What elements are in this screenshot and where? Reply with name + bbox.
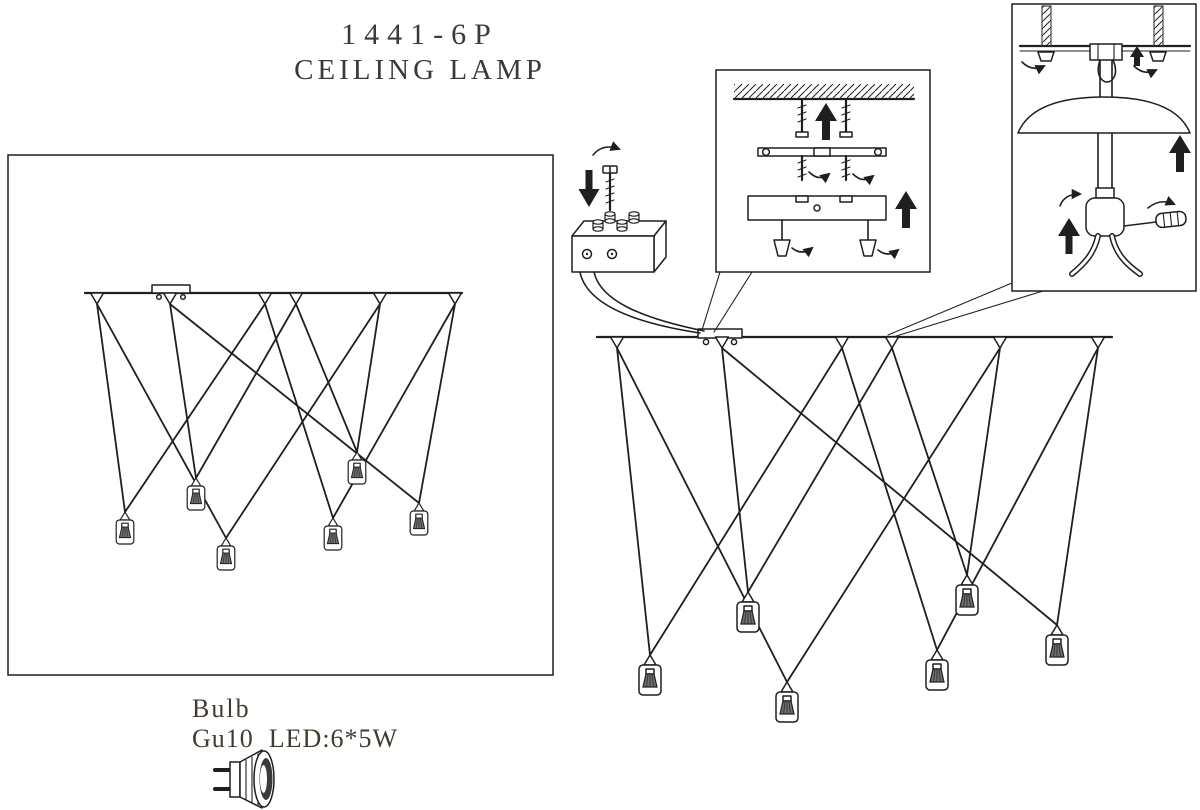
- cable-cone: [1090, 336, 1106, 349]
- down-arrow-icon: [578, 170, 600, 207]
- callout-leader-lines: [701, 271, 1044, 338]
- ceiling-bracket-detail-inset: [715, 69, 931, 273]
- rotate-arrow-icon: [1059, 188, 1083, 207]
- cable-cone: [89, 292, 105, 305]
- screwdriver-icon: [1123, 210, 1187, 229]
- cable-cone: [372, 292, 388, 305]
- pendant-lamp: [1045, 624, 1069, 666]
- cable-cone: [884, 336, 900, 349]
- pendant-lamp: [409, 502, 429, 536]
- cable-cone: [714, 336, 730, 349]
- rotate-arrow-icon: [1147, 195, 1176, 209]
- up-arrow-icon: [1169, 135, 1191, 172]
- screw-icon: [602, 165, 618, 212]
- mounting-bracket-bar: [757, 147, 887, 157]
- supply-wires: [579, 271, 705, 334]
- threaded-rod: [1153, 5, 1164, 47]
- rotate-arrow-icon: [852, 173, 875, 186]
- inset-frame: [715, 69, 931, 273]
- rotate-arrow-icon: [1133, 65, 1158, 79]
- canopy-bar: [747, 195, 887, 221]
- rotate-arrow-icon: [592, 141, 621, 156]
- suspension-cables: [96, 303, 456, 539]
- up-arrow-icon: [815, 103, 837, 140]
- screw-icon: [795, 98, 809, 138]
- screw-icon: [839, 98, 853, 138]
- pendant-lamp: [115, 511, 135, 545]
- threaded-rod: [1041, 5, 1052, 47]
- rotate-arrow-icon: [1021, 61, 1046, 75]
- product-name: CEILING LAMP: [294, 54, 546, 86]
- pendant-lamp: [638, 654, 662, 696]
- bulb-spec: Gu10 LED:6*5W: [192, 724, 399, 753]
- threaded-stud: [797, 154, 807, 182]
- pendant-lamp: [216, 537, 236, 571]
- gu10-bulb-icon: [213, 749, 275, 809]
- ceiling-hatch: [732, 84, 916, 101]
- up-arrow-icon: [895, 191, 917, 228]
- wire-ends: [1069, 233, 1143, 277]
- overview-frame: [7, 154, 554, 676]
- assembled-lamp-figure: [83, 284, 464, 571]
- terminal-block-figure: [571, 141, 705, 334]
- product-model: 1441-6P: [341, 18, 499, 51]
- up-arrow-icon: [1058, 218, 1080, 254]
- cable-cone: [834, 336, 850, 349]
- cable-cone: [447, 292, 463, 305]
- pendant-lamp: [186, 477, 206, 511]
- cable-cone: [257, 292, 273, 305]
- threaded-stud: [841, 154, 851, 182]
- cord-grip: [1085, 187, 1125, 237]
- bulb-label: Bulb: [192, 694, 251, 723]
- up-arrow-icon: [1130, 46, 1144, 66]
- rotate-arrow-icon: [791, 246, 814, 258]
- pendant-lamp: [736, 591, 760, 633]
- canopy-cord-grip-detail-inset: [1011, 3, 1197, 292]
- terminal-block-icon: [571, 211, 667, 273]
- cable-cone: [859, 219, 877, 257]
- rotate-arrow-icon: [877, 248, 900, 260]
- cable-cone: [992, 336, 1008, 349]
- rotate-arrow-icon: [808, 171, 831, 184]
- cable-cone: [773, 219, 791, 257]
- hook-bracket: [1089, 43, 1123, 83]
- wing-nut: [1037, 51, 1055, 62]
- cable-cone: [162, 292, 178, 305]
- installation-lamp-figure: [595, 328, 1114, 723]
- suspension-cables: [616, 347, 1099, 683]
- cable-cone: [609, 336, 625, 349]
- wing-nut: [1149, 51, 1167, 62]
- pendant-lamp: [323, 517, 343, 551]
- pendant-lamp: [347, 451, 367, 485]
- pendant-lamp: [925, 649, 949, 691]
- canopy-dome: [1017, 96, 1191, 134]
- cable-cone: [288, 292, 304, 305]
- pendant-lamp: [775, 681, 799, 723]
